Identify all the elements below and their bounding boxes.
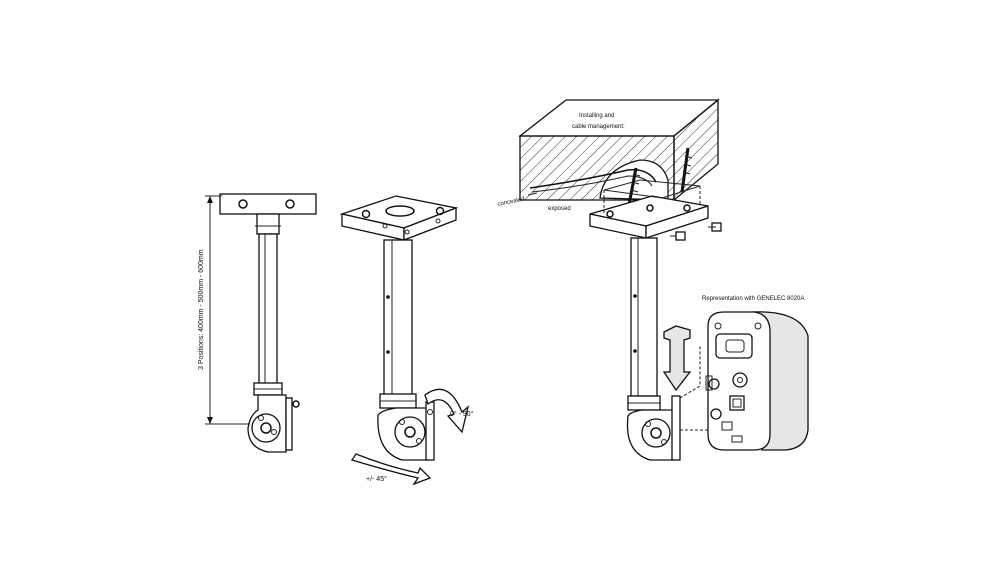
dimension-label: 3 Positions: 400mm - 500mm - 600mm <box>198 249 205 370</box>
pole-tube <box>383 239 413 396</box>
speaker-genelec <box>705 311 809 451</box>
bolt-icon <box>670 231 686 241</box>
swivel-arrow-icon <box>350 453 432 486</box>
concealed-label: concealed <box>497 196 525 208</box>
speaker-bracket <box>671 395 681 461</box>
cable-concealed <box>529 169 657 189</box>
exposed-label: exposed <box>548 206 571 212</box>
tilt-label: 0° - 90° <box>450 410 474 418</box>
speaker-bracket <box>285 397 293 451</box>
tube-collar <box>256 213 280 235</box>
figure-rotation-view: 0° - 90° +/- 45° <box>339 195 474 486</box>
speaker-port <box>715 333 753 359</box>
plate-screw <box>285 199 295 209</box>
pole-tube <box>630 237 658 397</box>
installing-label-1: Installing and <box>579 113 614 119</box>
plate-screw <box>238 199 248 209</box>
ceiling-plate <box>219 193 317 215</box>
representation-label: Representation with GENELEC 8020A <box>702 296 804 302</box>
pole-tube <box>258 233 278 385</box>
installing-label-2: cable management: <box>572 124 625 130</box>
bolt-icon <box>708 222 722 232</box>
tilt-arrow-icon <box>424 388 470 434</box>
figure-side-view: 3 Positions: 400mm - 500mm - 600mm <box>198 193 317 453</box>
swivel-label: +/- 45° <box>366 475 387 483</box>
speaker-bracket <box>425 401 435 461</box>
figure-installation: Installing and cable management: conceal… <box>497 98 809 461</box>
down-arrow-icon <box>662 325 692 392</box>
